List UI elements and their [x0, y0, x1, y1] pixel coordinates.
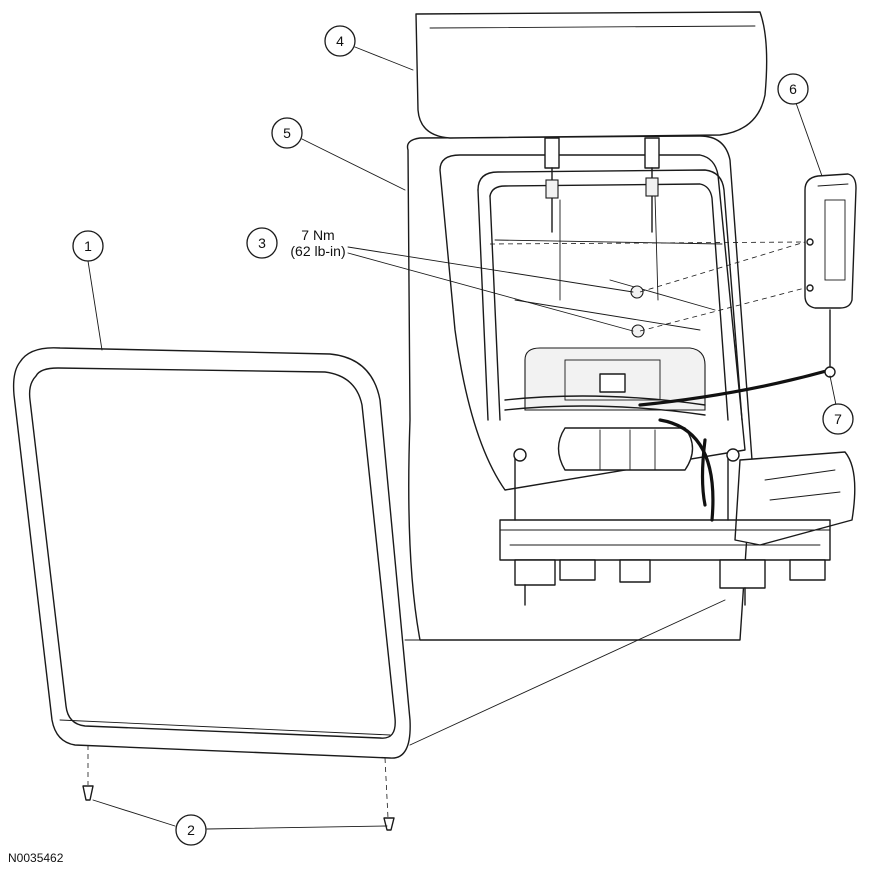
callout-5: 5	[271, 117, 303, 149]
figure-id: N0035462	[8, 851, 64, 865]
callout-3: 3	[246, 227, 278, 259]
callout-6: 6	[777, 73, 809, 105]
callout-7-label: 7	[834, 411, 842, 427]
control-module	[804, 173, 857, 378]
callout-4: 4	[324, 25, 356, 57]
nut-alignment-line-lower	[639, 287, 806, 332]
callout-4-label: 4	[336, 33, 344, 49]
callout-7: 7	[822, 403, 854, 435]
torque-value-metric: 7 Nm	[301, 227, 334, 243]
push-pins	[82, 745, 395, 831]
callout-2: 2	[175, 814, 207, 846]
headrest	[415, 11, 768, 139]
module-alignment-line	[489, 241, 806, 245]
projection-line-lower	[409, 599, 726, 746]
seat-back-rear-panel	[12, 347, 411, 759]
seat-back-frame	[406, 135, 856, 641]
headrest-guides	[544, 137, 660, 233]
callout-2-label: 2	[187, 822, 195, 838]
wiring-harness	[638, 368, 832, 522]
callout-1-label: 1	[84, 238, 92, 254]
callout-5-label: 5	[283, 125, 291, 141]
callout-3-label: 3	[258, 235, 266, 251]
callout-1: 1	[72, 230, 104, 262]
nut-alignment-line-upper	[639, 241, 806, 293]
torque-value-imperial: (62 lb-in)	[290, 243, 345, 259]
leader-lines	[87, 46, 837, 830]
callout-6-label: 6	[789, 81, 797, 97]
